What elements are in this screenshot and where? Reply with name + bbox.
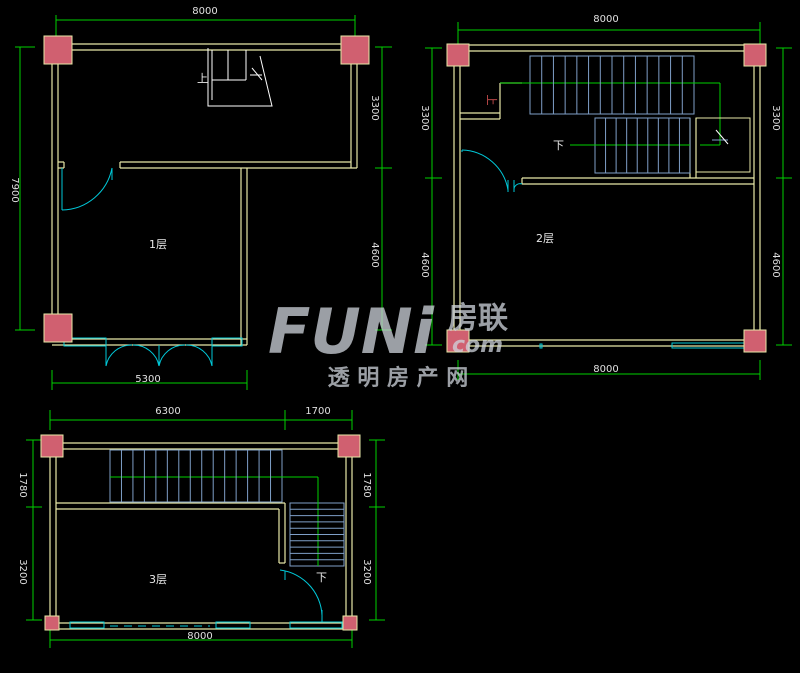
plan-floor-1: 8000 7900 3300 4600 5300 <box>9 6 392 390</box>
plan1-dim-top: 8000 <box>192 6 217 17</box>
plan1-walls <box>51 43 358 346</box>
plan1-door-left <box>61 167 113 211</box>
plan3-column-tr <box>337 434 361 458</box>
plan2-room-label: 2层 <box>536 232 554 245</box>
plan3-dimensions <box>26 410 385 648</box>
plan1-dim-right-upper: 3300 <box>369 95 380 120</box>
plan3-walls <box>49 442 353 630</box>
plan1-room-label: 1层 <box>149 238 167 251</box>
plan3-stair <box>109 449 345 567</box>
plan2-stair-label-down: 下 <box>553 139 564 152</box>
plan1-dim-right-lower: 4600 <box>369 242 380 267</box>
plan1-stair-label: 上 <box>197 72 208 85</box>
plan2-column-tl <box>446 43 470 67</box>
plan3-door <box>69 569 343 629</box>
plan1-dim-bottom: 5300 <box>135 374 160 385</box>
plan2-stair-label-up: 上 <box>485 95 498 106</box>
watermark-subtitle: 透 明 房 产 网 <box>328 365 469 391</box>
plan3-column-tl <box>40 434 64 458</box>
watermark-logo: FUNi 房联 com 透 明 房 产 网 <box>268 295 508 391</box>
watermark-logo-text: FUNi <box>268 295 435 368</box>
plan1-dim-left: 7900 <box>9 177 20 202</box>
plan3-column-br <box>342 615 358 631</box>
plan2-dim-top: 8000 <box>593 14 618 25</box>
plan2-dimensions <box>425 22 792 380</box>
plan2-column-br <box>743 329 767 353</box>
plan2-dim-bottom: 8000 <box>593 364 618 375</box>
plan2-stair <box>500 55 751 174</box>
plan1-column-tl <box>43 35 73 65</box>
plan2-dim-right-lower: 4600 <box>770 252 781 277</box>
plan3-dim-right-upper: 1780 <box>361 472 372 497</box>
plan1-column-tr <box>340 35 370 65</box>
plan3-dim-left-upper: 1780 <box>17 472 28 497</box>
plan1-stair <box>207 48 273 107</box>
plan1-doors-bottom <box>63 337 243 367</box>
plan3-dim-top-left: 6300 <box>155 406 180 417</box>
plan-floor-3: 6300 1700 1780 3200 1780 3200 8000 <box>17 406 385 648</box>
plan2-dim-left-lower: 4600 <box>419 252 430 277</box>
plan3-dim-top-right: 1700 <box>305 406 330 417</box>
watermark-logo-com: com <box>452 333 503 358</box>
watermark-logo-cn: 房联 <box>448 301 508 336</box>
plan3-dim-bottom: 8000 <box>187 631 212 642</box>
plan-floor-2: 8000 3300 4600 3300 4600 8000 <box>419 14 792 380</box>
plan2-dim-left-upper: 3300 <box>419 105 430 130</box>
plan1-dimensions <box>15 15 392 390</box>
plan1-column-bl <box>43 313 73 343</box>
plan2-column-bl <box>446 329 470 353</box>
plan2-dim-right-upper: 3300 <box>770 105 781 130</box>
plan3-column-bl <box>44 615 60 631</box>
plan3-room-label: 3层 <box>149 573 167 586</box>
plan2-walls <box>453 44 761 347</box>
plan3-dim-left-lower: 3200 <box>17 559 28 584</box>
plan2-column-tr <box>743 43 767 67</box>
plan3-stair-label: 下 <box>316 571 327 584</box>
plan3-dim-right-lower: 3200 <box>361 559 372 584</box>
